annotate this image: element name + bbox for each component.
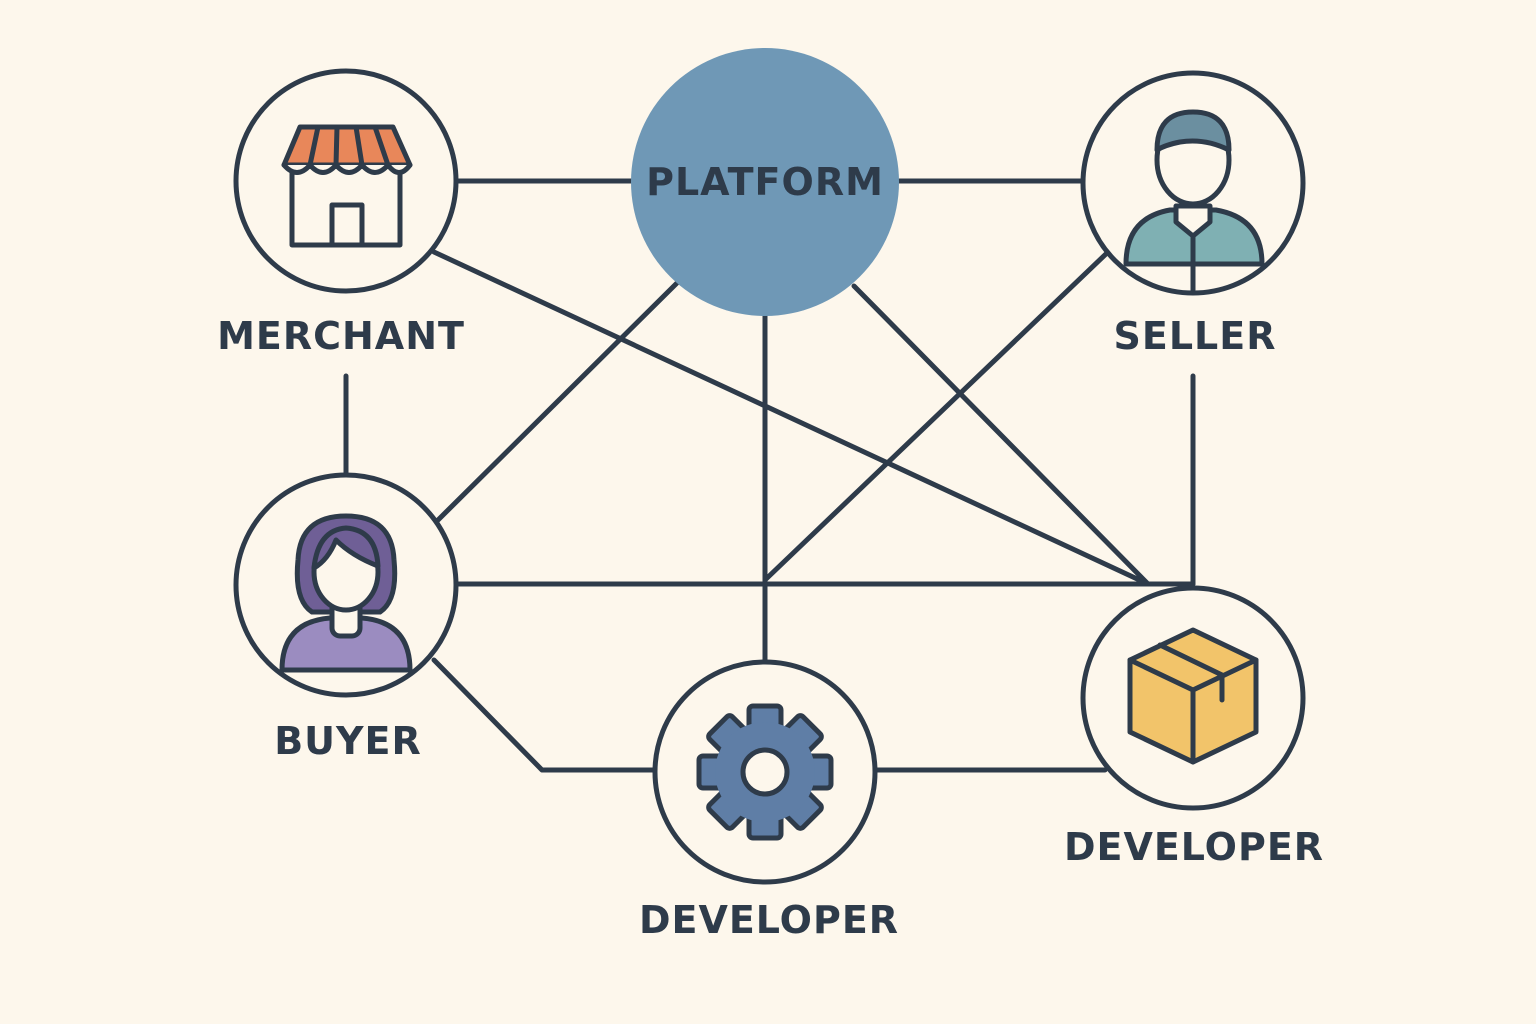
platform-label: PLATFORM	[646, 160, 884, 204]
platform-circle	[631, 48, 899, 316]
gear-icon	[696, 703, 834, 841]
edge-merchant-box	[431, 249, 1151, 587]
person-icon	[1123, 109, 1265, 293]
seller-label: SELLER	[1114, 314, 1277, 358]
buyer-node: BUYER	[233, 472, 459, 763]
edge-seller-hub	[762, 249, 1111, 583]
buyer-label: BUYER	[274, 719, 422, 763]
storefront-icon	[281, 124, 413, 248]
developer-box-node: DEVELOPER	[1064, 585, 1324, 869]
seller-node: SELLER	[1080, 70, 1306, 358]
edge-platform-buyer	[434, 279, 681, 524]
edge-buyer-developer	[431, 657, 660, 773]
developer-gear-node: DEVELOPER	[639, 659, 899, 942]
edge-platform-box	[851, 283, 1151, 587]
developer-gear-label: DEVELOPER	[639, 898, 899, 942]
woman-icon	[279, 513, 413, 673]
merchant-node: MERCHANT	[217, 68, 465, 358]
platform-node: PLATFORM	[631, 48, 899, 316]
merchant-label: MERCHANT	[217, 314, 465, 358]
developer-box-label: DEVELOPER	[1064, 825, 1324, 869]
connections	[343, 178, 1196, 773]
box-icon	[1127, 627, 1259, 765]
